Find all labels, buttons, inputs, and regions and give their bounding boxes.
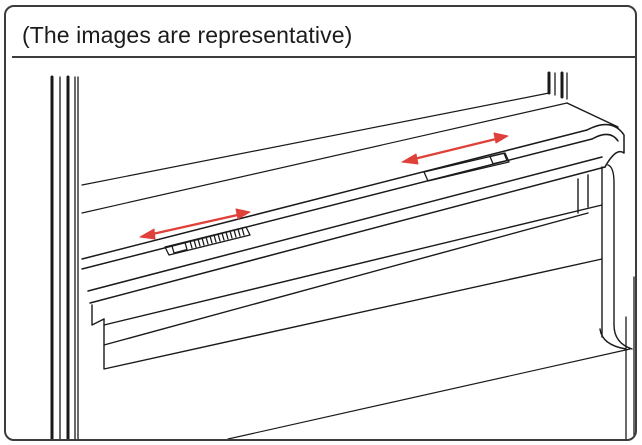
drawer-illustration <box>50 71 635 439</box>
right-frame-rails <box>547 71 635 439</box>
drawer-top-lip <box>81 102 625 304</box>
header-divider <box>12 56 635 58</box>
right-slide-arrow-icon <box>401 132 509 165</box>
left-vent-slider <box>164 226 251 256</box>
drawer-front <box>91 164 633 370</box>
background-lines <box>81 92 568 214</box>
figure-frame: (The images are representative) <box>4 5 637 441</box>
figure-caption: (The images are representative) <box>22 22 353 48</box>
left-slide-arrow-icon <box>139 208 251 240</box>
left-frame-rails <box>50 75 79 439</box>
floor-line <box>227 348 631 439</box>
right-vent-slider <box>423 152 510 182</box>
